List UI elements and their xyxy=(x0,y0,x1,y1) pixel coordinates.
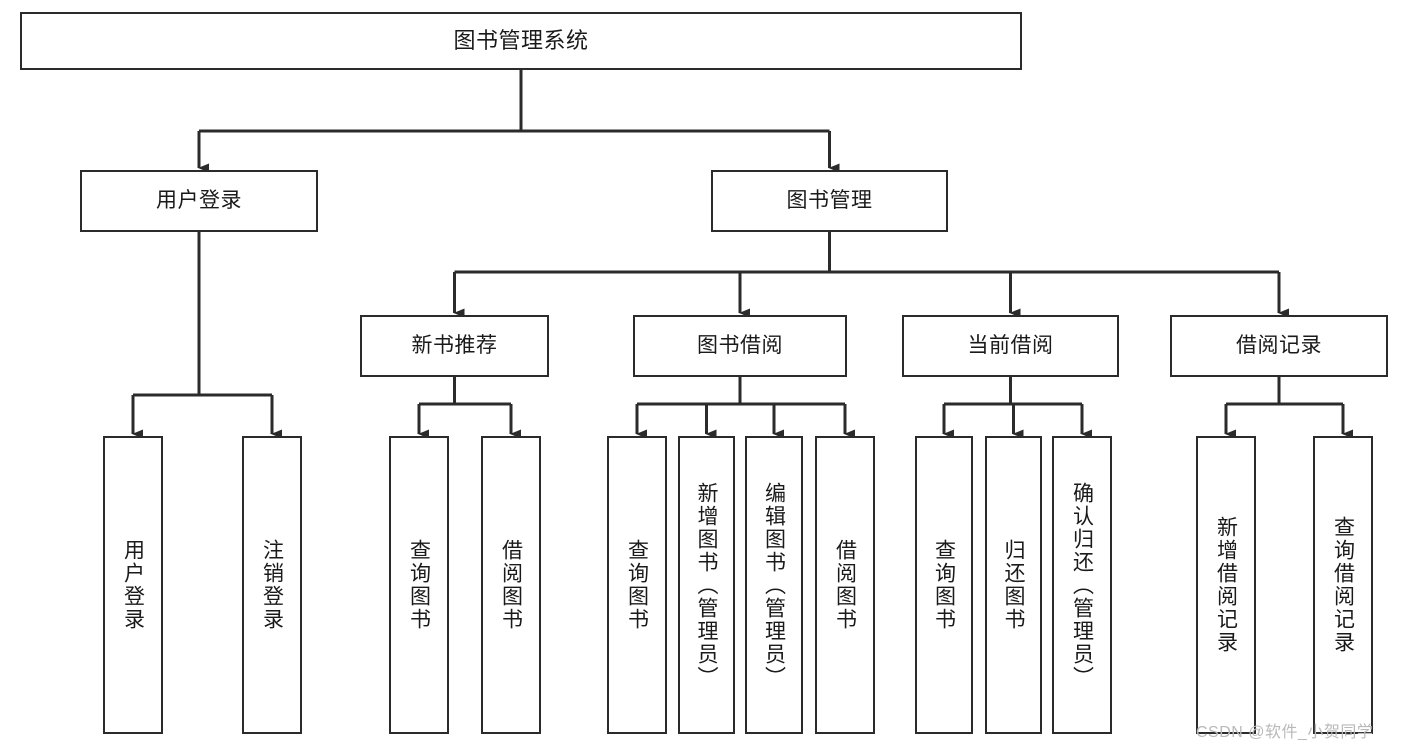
node-label: 用户登录 xyxy=(156,188,242,212)
node-label: 新书推荐 xyxy=(411,333,498,357)
node-label: 图书管理系统 xyxy=(453,28,589,54)
node-leaf-9[interactable]: 归还图书 xyxy=(985,436,1042,734)
node-leaf-11[interactable]: 新增借阅记录 xyxy=(1196,436,1256,734)
node-label: 确认归还（管理员） xyxy=(1070,481,1094,689)
node-label: 借阅记录 xyxy=(1236,333,1322,357)
node-leaf-6[interactable]: 编辑图书（管理员） xyxy=(745,436,803,734)
node-label: 新增借阅记录 xyxy=(1214,516,1238,654)
node-level3-3[interactable]: 借阅记录 xyxy=(1170,315,1388,377)
node-label: 新增图书（管理员） xyxy=(695,481,718,689)
node-leaf-12[interactable]: 查询借阅记录 xyxy=(1313,436,1373,734)
node-label: 注销登录 xyxy=(260,539,284,631)
node-leaf-4[interactable]: 查询图书 xyxy=(607,436,667,734)
node-label: 查询借阅记录 xyxy=(1331,516,1355,654)
node-label: 借阅图书 xyxy=(833,539,857,631)
node-leaf-0[interactable]: 用户登录 xyxy=(103,436,163,734)
node-root[interactable]: 图书管理系统 xyxy=(20,12,1022,70)
node-leaf-1[interactable]: 注销登录 xyxy=(242,436,302,734)
node-label: 借阅图书 xyxy=(499,539,523,631)
node-leaf-3[interactable]: 借阅图书 xyxy=(481,436,541,734)
node-leaf-7[interactable]: 借阅图书 xyxy=(815,436,875,734)
node-label: 查询图书 xyxy=(407,539,431,631)
node-leaf-5[interactable]: 新增图书（管理员） xyxy=(678,436,735,734)
node-label: 查询图书 xyxy=(625,539,649,631)
node-label: 查询图书 xyxy=(932,539,956,631)
node-leaf-10[interactable]: 确认归还（管理员） xyxy=(1052,436,1112,734)
node-leaf-8[interactable]: 查询图书 xyxy=(915,436,973,734)
node-level3-0[interactable]: 新书推荐 xyxy=(360,315,549,377)
node-level2-1[interactable]: 图书管理 xyxy=(711,170,948,232)
node-level3-1[interactable]: 图书借阅 xyxy=(633,315,847,377)
node-level2-0[interactable]: 用户登录 xyxy=(80,170,318,232)
node-label: 当前借阅 xyxy=(967,333,1054,357)
node-leaf-2[interactable]: 查询图书 xyxy=(389,436,449,734)
node-level3-2[interactable]: 当前借阅 xyxy=(902,315,1119,377)
node-label: 归还图书 xyxy=(1002,539,1025,631)
node-label: 图书借阅 xyxy=(697,333,783,357)
node-label: 用户登录 xyxy=(121,539,145,631)
node-label: 编辑图书（管理员） xyxy=(762,481,786,689)
node-label: 图书管理 xyxy=(786,188,873,212)
